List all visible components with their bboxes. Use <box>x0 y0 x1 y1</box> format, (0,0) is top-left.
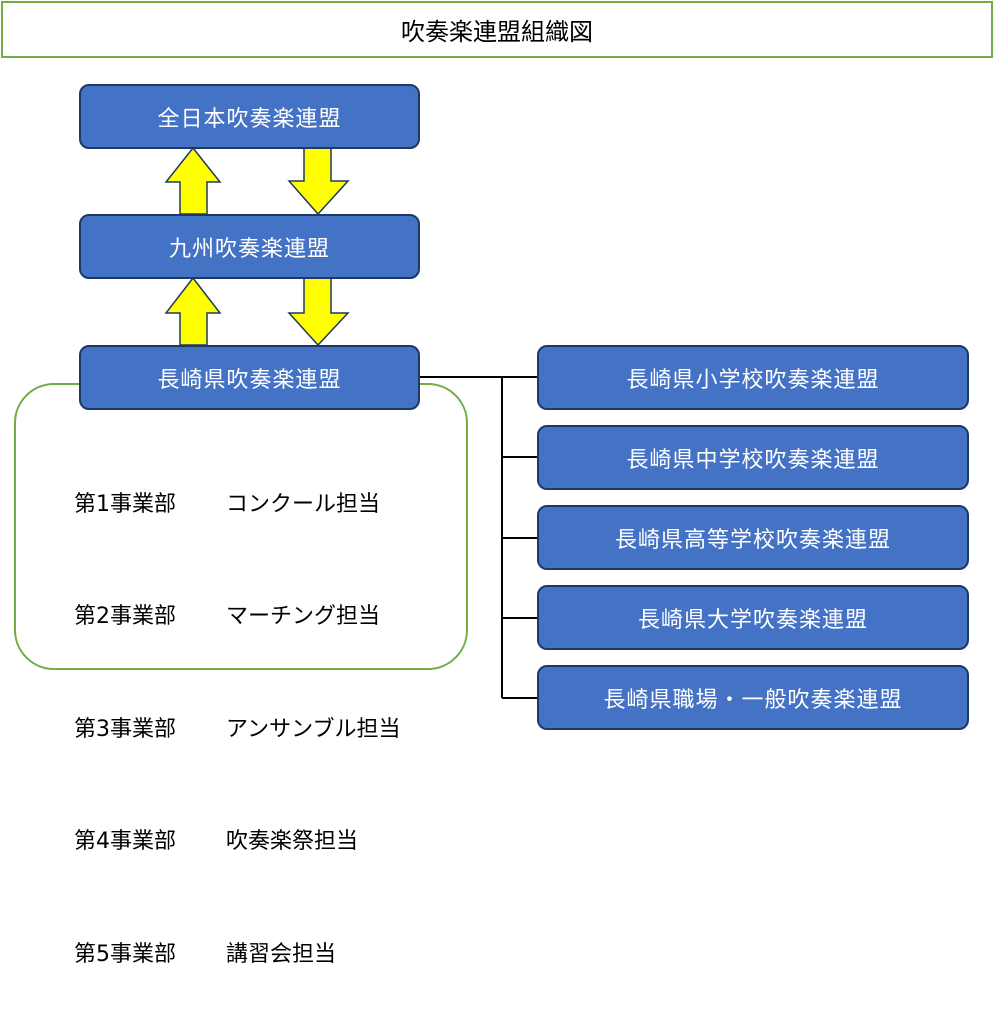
arrow-up-icon <box>164 146 222 215</box>
node-junior-high-federation: 長崎県中学校吹奏楽連盟 <box>537 425 969 490</box>
node-national-federation: 全日本吹奏楽連盟 <box>79 84 420 149</box>
department-role: 講習会担当 <box>225 941 336 967</box>
node-label: 全日本吹奏楽連盟 <box>157 106 342 132</box>
department-role: マーチング担当 <box>225 604 380 629</box>
department-panel <box>14 383 468 670</box>
department-item: 第4事業部 吹奏楽祭担当 <box>46 786 400 899</box>
chart-title-text: 吹奏楽連盟組織図 <box>401 18 593 46</box>
node-label: 長崎県小学校吹奏楽連盟 <box>626 367 880 393</box>
node-label: 九州吹奏楽連盟 <box>168 236 330 262</box>
department-list: 第1事業部コンクール担当 第2事業部マーチング担当 第3事業部アンサンブル担当 … <box>46 448 400 1011</box>
department-role: コンクール担当 <box>225 491 380 517</box>
node-workplace-general-federation: 長崎県職場・一般吹奏楽連盟 <box>537 665 969 730</box>
department-item: 第1事業部 コンクール担当 <box>46 448 400 561</box>
chart-title: 吹奏楽連盟組織図 <box>1 1 993 58</box>
department-name: 第2事業部 <box>73 604 176 629</box>
node-nagasaki-federation: 長崎県吹奏楽連盟 <box>79 345 420 410</box>
node-label: 長崎県中学校吹奏楽連盟 <box>626 447 880 473</box>
node-high-school-federation: 長崎県高等学校吹奏楽連盟 <box>537 505 969 570</box>
node-elementary-federation: 長崎県小学校吹奏楽連盟 <box>537 345 969 410</box>
node-kyushu-federation: 九州吹奏楽連盟 <box>79 214 420 279</box>
department-item: 第2事業部 マーチング担当 <box>46 561 400 674</box>
node-label: 長崎県吹奏楽連盟 <box>157 367 342 393</box>
arrow-down-icon <box>287 145 350 216</box>
connectors-layer <box>164 145 537 699</box>
node-university-federation: 長崎県大学吹奏楽連盟 <box>537 585 969 650</box>
department-name: 第4事業部 <box>73 829 176 854</box>
arrow-up-icon <box>164 276 222 346</box>
department-name: 第1事業部 <box>73 491 176 517</box>
department-name: 第5事業部 <box>73 941 176 967</box>
node-label: 長崎県高等学校吹奏楽連盟 <box>614 527 891 553</box>
department-item: 第3事業部 アンサンブル担当 <box>46 673 400 786</box>
department-role: 吹奏楽祭担当 <box>225 829 358 854</box>
department-item: 第5事業部 講習会担当 <box>46 898 400 1011</box>
node-label: 長崎県大学吹奏楽連盟 <box>637 607 868 633</box>
department-role: アンサンブル担当 <box>225 716 401 742</box>
arrow-down-icon <box>287 276 350 347</box>
department-name: 第3事業部 <box>73 716 176 742</box>
node-label: 長崎県職場・一般吹奏楽連盟 <box>603 687 903 713</box>
